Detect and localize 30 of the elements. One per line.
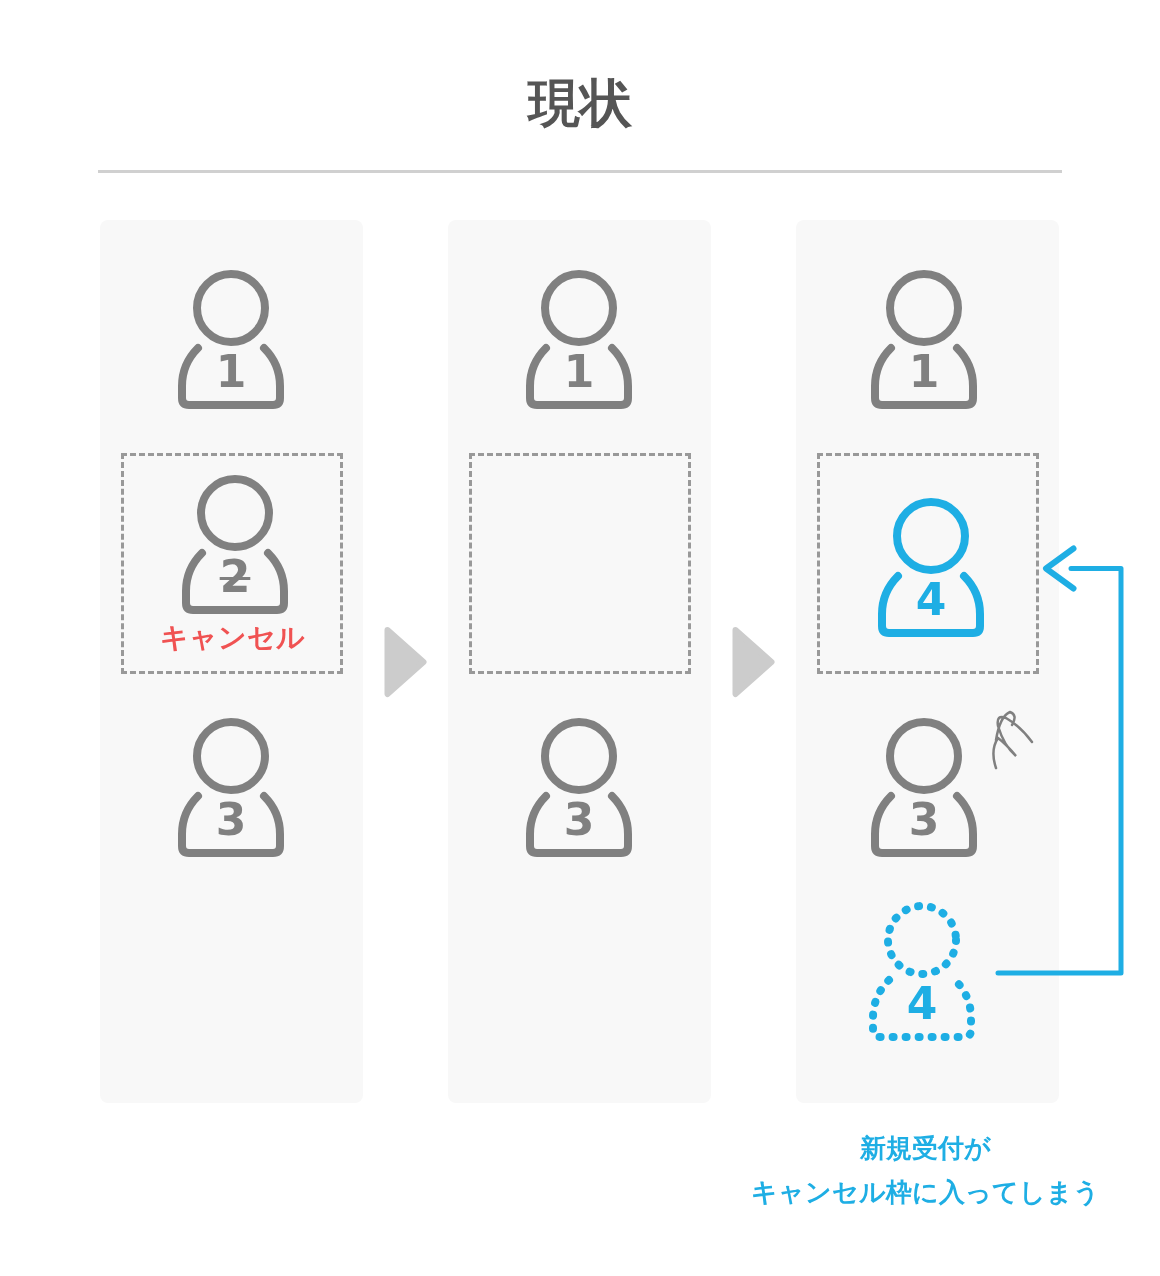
dashed-person-icon	[867, 900, 977, 1042]
column-panel	[448, 220, 711, 1103]
person-number: 3	[907, 794, 941, 846]
dashed-slot	[121, 453, 343, 674]
person-number: 1	[214, 346, 248, 398]
person-number: 3	[214, 794, 248, 846]
dashed-slot	[469, 453, 691, 674]
person-icon	[180, 473, 290, 615]
chevron-arrow	[384, 627, 427, 697]
person-icon	[869, 268, 979, 410]
chevron-arrow	[732, 627, 775, 697]
person-icon	[869, 716, 979, 858]
person-number: 1	[907, 346, 941, 398]
person-icon	[176, 268, 286, 410]
dashed-slot	[817, 453, 1039, 674]
column-panel	[100, 220, 363, 1103]
person-number: 4	[914, 574, 948, 626]
person-number: 2	[218, 551, 252, 603]
person-icon	[524, 268, 634, 410]
title: 現状	[526, 72, 633, 135]
person-number: 4	[905, 978, 939, 1030]
person-icon	[876, 496, 986, 638]
person-number: 3	[562, 794, 596, 846]
arrow	[995, 545, 1124, 976]
person-icon	[176, 716, 286, 858]
caption-text: 新規受付がキャンセル枠に入ってしまう	[749, 1132, 1101, 1209]
cancel-label: キャンセル	[158, 620, 306, 656]
person-icon	[524, 716, 634, 858]
column-panel	[796, 220, 1059, 1103]
person-number: 1	[562, 346, 596, 398]
